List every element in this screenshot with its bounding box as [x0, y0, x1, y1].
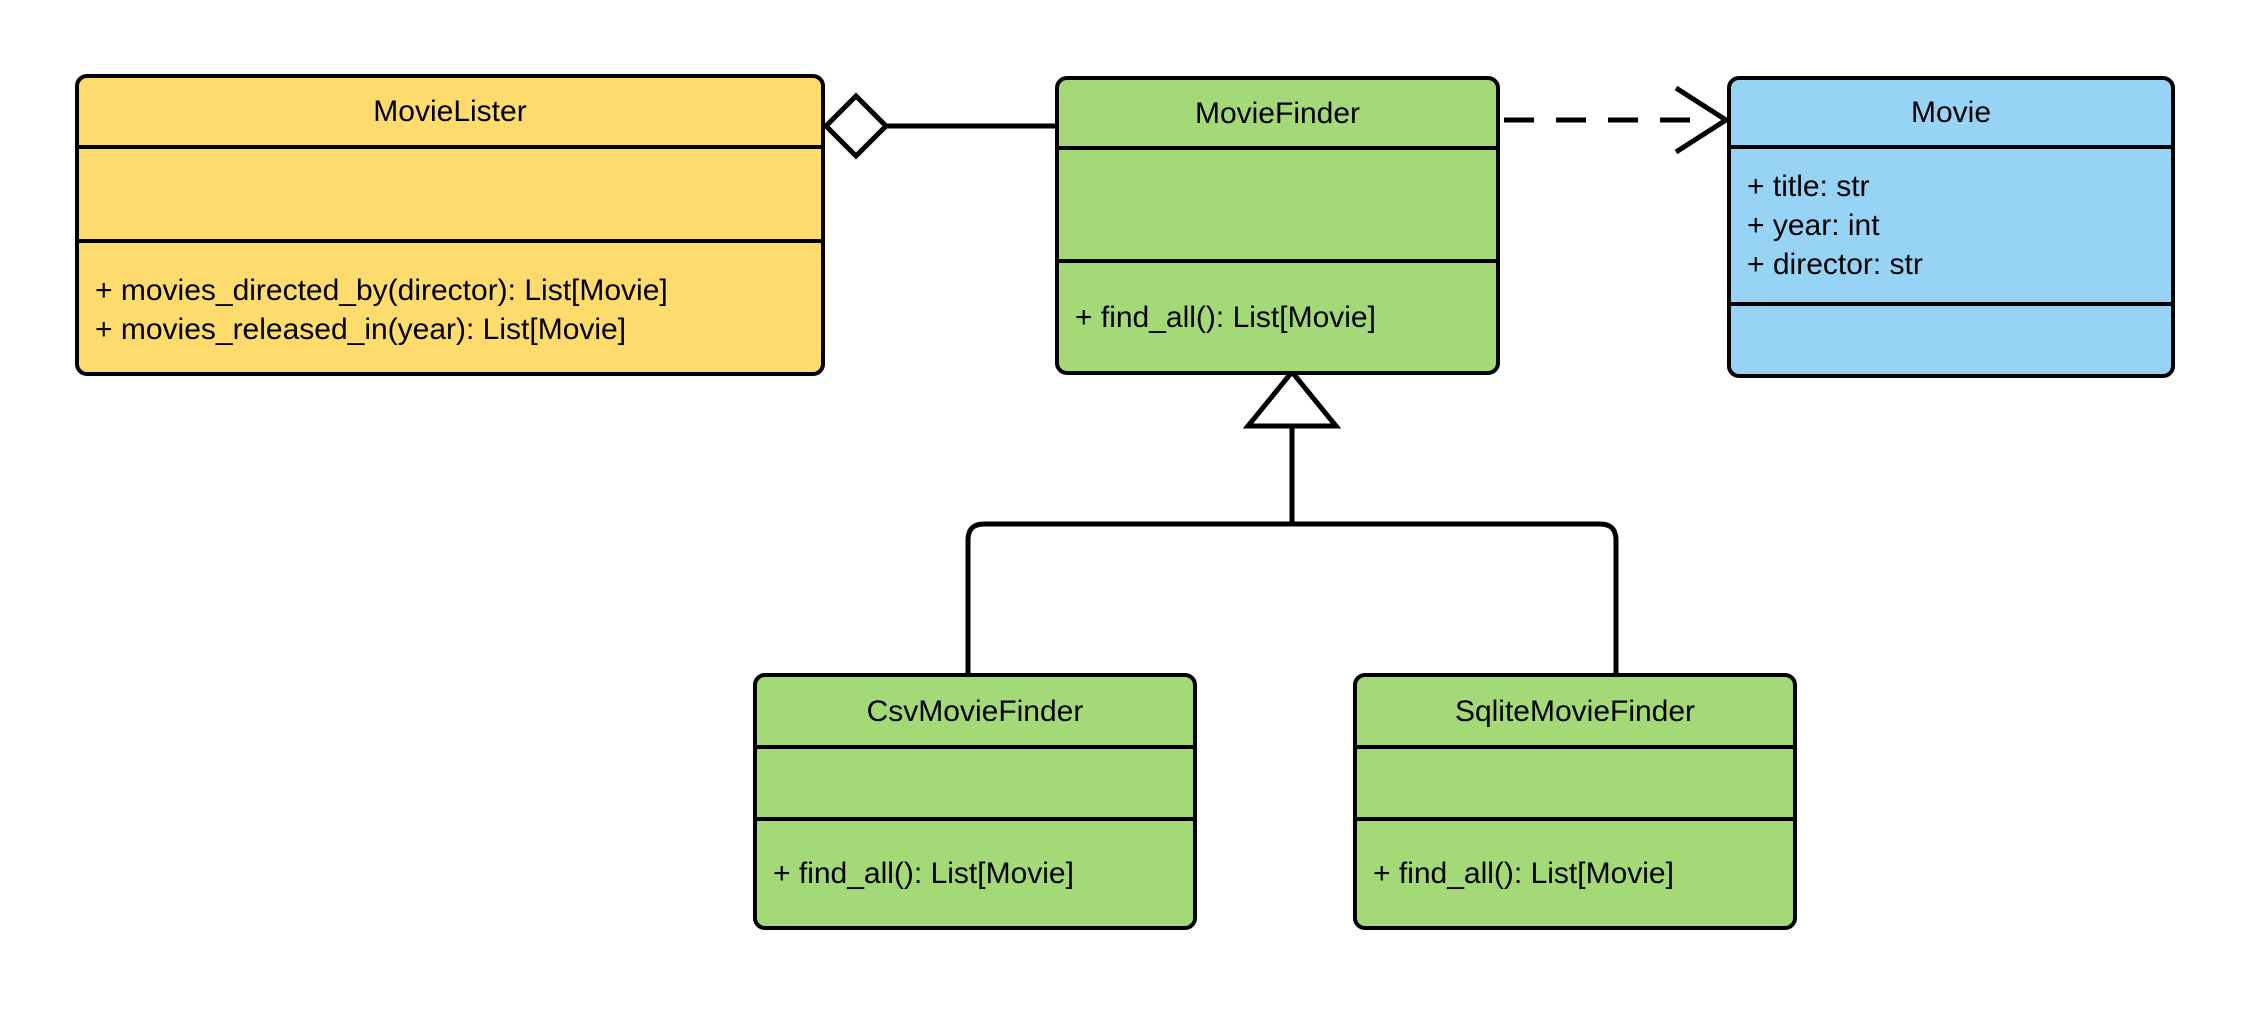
class-attributes-compartment — [79, 145, 821, 239]
class-methods-compartment: + find_all(): List[Movie] — [1059, 259, 1496, 371]
class-name-label: MovieLister — [373, 95, 527, 128]
generalization-edges — [965, 368, 1619, 673]
class-methods-compartment: + find_all(): List[Movie] — [1357, 817, 1793, 926]
class-name-label: SqliteMovieFinder — [1454, 694, 1696, 728]
method-list: + find_all(): List[Movie] — [1059, 298, 1496, 337]
attribute-item: + director: str — [1747, 248, 1923, 281]
class-methods-compartment — [1731, 302, 2171, 374]
uml-class-movie-finder[interactable]: MovieFinder + find_all(): List[Movie] — [1055, 76, 1500, 375]
attribute-item: + title: str — [1747, 170, 1870, 203]
class-attributes-compartment: + title: str + year: int + director: str — [1731, 145, 2171, 302]
class-name-label: Movie — [1910, 96, 1992, 129]
class-attributes-compartment — [1059, 146, 1496, 259]
class-methods-compartment: + movies_directed_by(director): List[Mov… — [79, 239, 821, 372]
method-item: + movies_directed_by(director): List[Mov… — [95, 273, 668, 307]
class-name-label: CsvMovieFinder — [866, 694, 1084, 728]
class-header-compartment: MovieFinder — [1059, 80, 1496, 146]
uml-class-movie-lister[interactable]: MovieLister + movies_directed_by(directo… — [75, 74, 825, 376]
attribute-list: + title: str + year: int + director: str — [1731, 167, 2171, 284]
hollow-diamond-icon — [822, 92, 890, 160]
uml-class-sqlite-movie-finder[interactable]: SqliteMovieFinder + find_all(): List[Mov… — [1353, 673, 1797, 930]
attribute-item: + year: int — [1747, 209, 1880, 242]
dependency-finder-movie-edge — [1504, 85, 1731, 155]
open-arrow-icon — [1674, 85, 1731, 155]
uml-class-movie[interactable]: Movie + title: str + year: int + directo… — [1727, 76, 2175, 378]
method-item: + find_all(): List[Movie] — [1075, 300, 1376, 334]
method-item: + movies_released_in(year): List[Movie] — [95, 312, 627, 346]
hollow-triangle-icon — [1242, 368, 1342, 429]
method-list: + movies_directed_by(director): List[Mov… — [79, 271, 821, 349]
aggregation-lister-finder-edge — [822, 92, 1055, 160]
method-item: + find_all(): List[Movie] — [1373, 857, 1674, 890]
method-list: + find_all(): List[Movie] — [757, 854, 1193, 893]
class-header-compartment: Movie — [1731, 80, 2171, 145]
method-list: + find_all(): List[Movie] — [1357, 854, 1793, 893]
generalization-bus — [965, 521, 1619, 673]
class-attributes-compartment — [1357, 745, 1793, 817]
class-header-compartment: MovieLister — [79, 78, 821, 145]
class-header-compartment: SqliteMovieFinder — [1357, 677, 1793, 745]
class-name-label: MovieFinder — [1194, 96, 1361, 130]
class-header-compartment: CsvMovieFinder — [757, 677, 1193, 745]
method-item: + find_all(): List[Movie] — [773, 857, 1074, 890]
class-methods-compartment: + find_all(): List[Movie] — [757, 817, 1193, 926]
class-attributes-compartment — [757, 745, 1193, 817]
uml-class-csv-movie-finder[interactable]: CsvMovieFinder + find_all(): List[Movie] — [753, 673, 1197, 930]
